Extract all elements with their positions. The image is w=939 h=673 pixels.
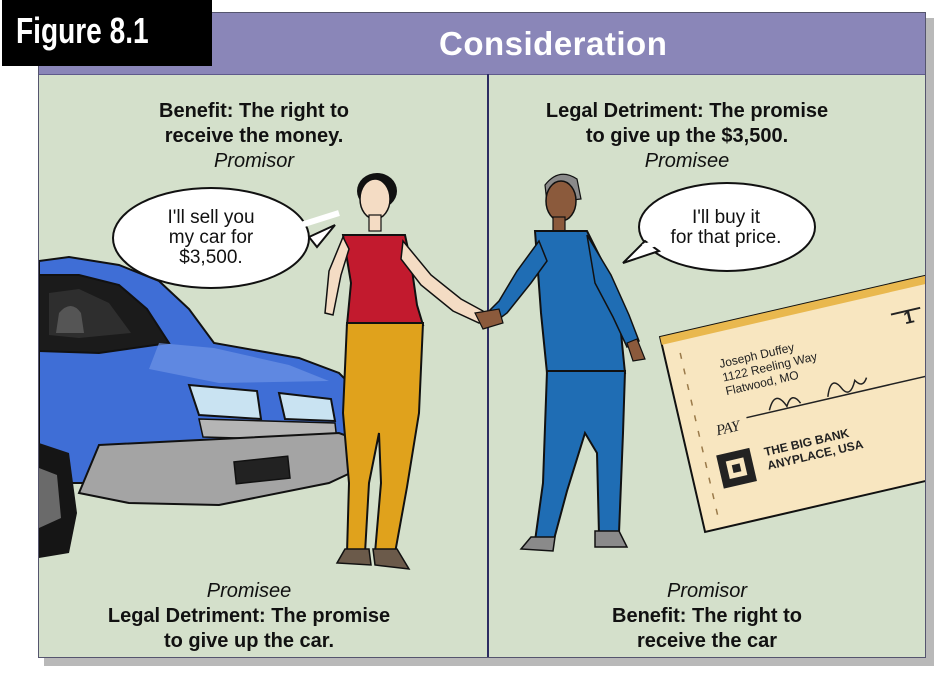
speech-right-line-2: for that price. xyxy=(670,227,782,248)
speech-left-line-2: my car for xyxy=(168,227,254,248)
man-figure xyxy=(474,173,646,552)
speech-left-line-3: $3,500. xyxy=(179,247,243,268)
left-top-benefit-label: Benefit: The right to receive the money.… xyxy=(129,99,379,174)
figure-label: Figure 8.1 xyxy=(16,10,149,51)
figure-tab: Figure 8.1 xyxy=(2,0,212,66)
speech-right-line-1: I'll buy it xyxy=(691,207,761,228)
left-bottom-role: Promisee xyxy=(206,580,292,602)
right-bottom-benefit-line-1: Benefit: The right to xyxy=(612,605,802,627)
speech-bubble-left xyxy=(112,187,340,289)
speech-text-left: I'll sell you my car for $3,500. xyxy=(139,208,283,268)
illustration xyxy=(39,173,925,570)
right-bottom-benefit-line-2: receive the car xyxy=(636,630,778,652)
right-top-detriment-line-2: to give up the $3,500. xyxy=(585,125,789,147)
figure-frame: Consideration xyxy=(38,12,926,658)
figure-title: Consideration xyxy=(439,25,668,62)
right-top-detriment-line-1: Legal Detriment: The promise xyxy=(545,100,829,122)
right-bottom-benefit-label: Promisor Benefit: The right to receive t… xyxy=(587,579,827,654)
left-top-benefit-line-1: Benefit: The right to xyxy=(159,100,349,122)
panel-divider xyxy=(487,74,489,657)
check-illustration xyxy=(658,272,925,534)
speech-bubble-right xyxy=(622,182,816,272)
right-bottom-role: Promisor xyxy=(666,580,747,602)
woman-figure xyxy=(324,173,489,570)
right-top-role: Promisee xyxy=(644,150,730,172)
left-bottom-detriment-label: Promisee Legal Detriment: The promise to… xyxy=(89,579,409,654)
left-top-benefit-line-2: receive the money. xyxy=(164,125,344,147)
check-pay-label: PAY xyxy=(714,418,742,440)
speech-left-line-1: I'll sell you xyxy=(167,207,255,228)
left-bottom-detriment-line-1: Legal Detriment: The promise xyxy=(107,605,391,627)
speech-text-right: I'll buy it for that price. xyxy=(651,208,801,248)
left-top-role: Promisor xyxy=(213,150,294,172)
car-illustration xyxy=(39,255,363,558)
left-bottom-detriment-line-2: to give up the car. xyxy=(163,630,335,652)
right-top-detriment-label: Legal Detriment: The promise to give up … xyxy=(527,99,847,174)
check-number: 1 xyxy=(901,306,916,329)
